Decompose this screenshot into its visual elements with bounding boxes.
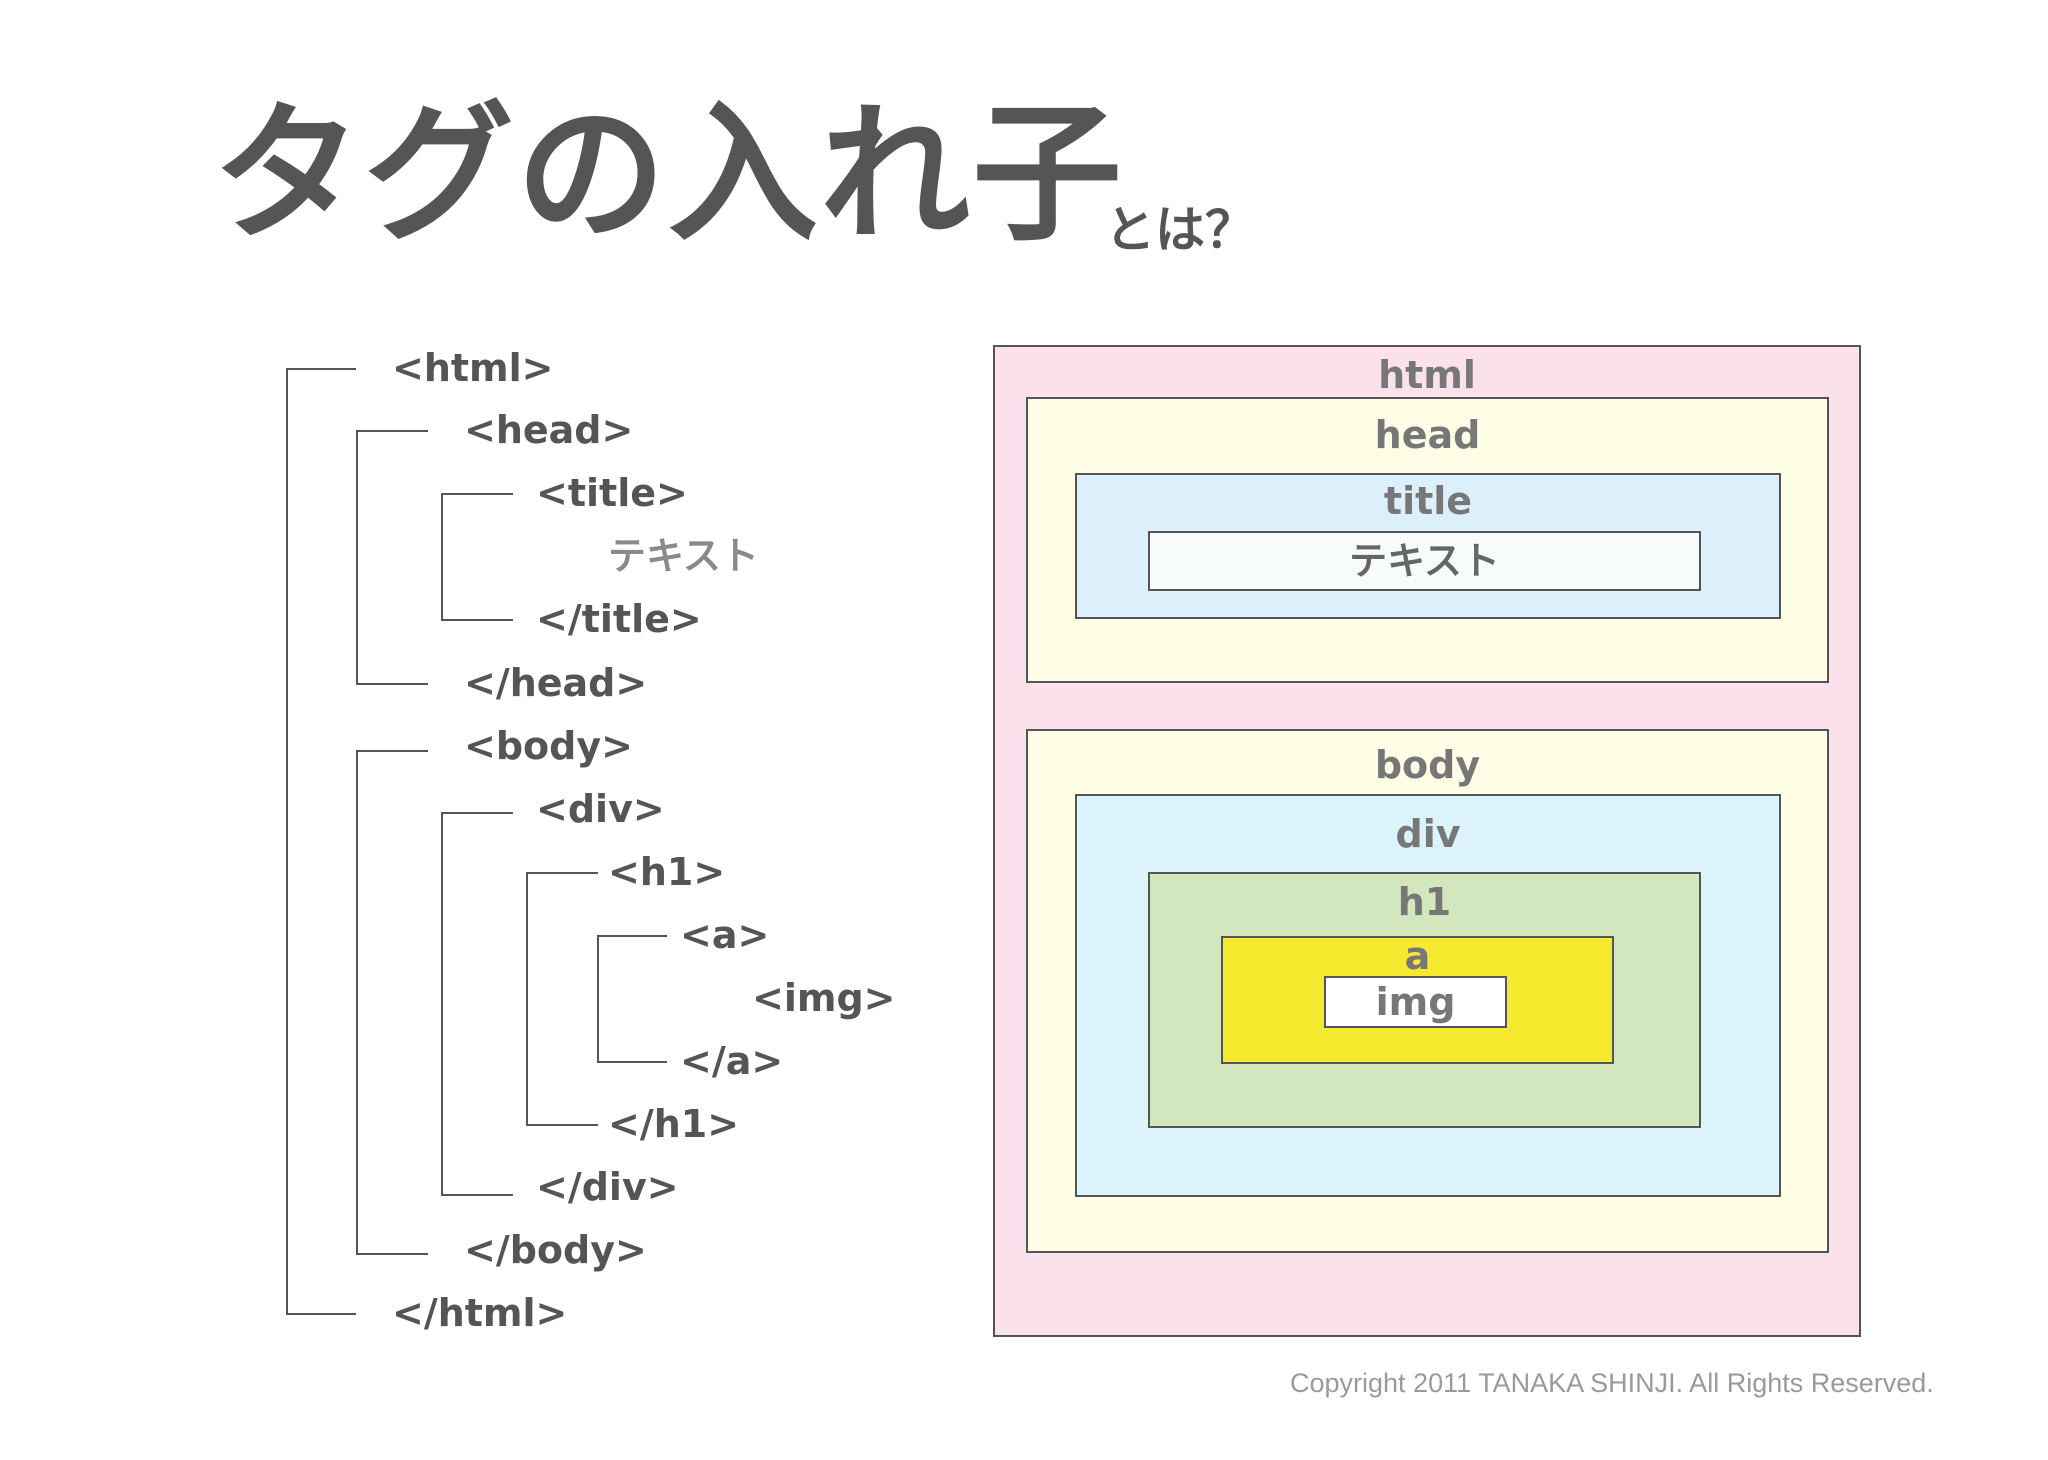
bracket-body-vertical	[356, 750, 358, 1254]
bracket-html-bottom	[286, 1313, 356, 1315]
box-a-label: a	[1404, 934, 1431, 978]
bracket-body-bottom	[356, 1253, 428, 1255]
bracket-head-vertical	[356, 430, 358, 684]
box-img-label: img	[1375, 980, 1456, 1024]
box-title-label: title	[1383, 479, 1473, 523]
bracket-html-top	[286, 368, 356, 370]
copyright-text: Copyright 2011 TANAKA SHINJI. All Rights…	[1290, 1368, 1934, 1398]
tree-tag-body-open: <body>	[464, 724, 633, 768]
tree-tag-head-close: </head>	[464, 661, 648, 705]
tree-tag-html-open: <html>	[392, 346, 554, 390]
box-a: a img	[1221, 936, 1614, 1064]
bracket-title-top	[441, 493, 513, 495]
tree-tag-div-open: <div>	[536, 787, 665, 831]
page-subtitle: とは？	[1105, 201, 1255, 259]
box-html-label: html	[1378, 353, 1476, 397]
bracket-title-vertical	[441, 493, 443, 620]
bracket-a-vertical	[597, 935, 599, 1062]
tree-tag-html-close: </html>	[392, 1291, 568, 1335]
bracket-html-vertical	[286, 368, 288, 1314]
tree-text-node: テキスト	[608, 534, 759, 578]
bracket-div-top	[441, 812, 513, 814]
box-div: div h1 a img	[1075, 794, 1781, 1197]
bracket-head-bottom	[356, 683, 428, 685]
bracket-head-top	[356, 430, 428, 432]
tag-tree: <html> <head> <title> テキスト </title> </he…	[0, 0, 1000, 1400]
box-body: body div h1 a img	[1026, 729, 1829, 1253]
box-title: title テキスト	[1075, 473, 1781, 619]
box-img: img	[1324, 976, 1507, 1028]
tree-tag-title-open: <title>	[536, 471, 688, 515]
box-text: テキスト	[1148, 531, 1701, 591]
box-body-label: body	[1374, 743, 1481, 787]
bracket-div-vertical	[441, 812, 443, 1195]
tree-tag-h1-close: </h1>	[608, 1102, 740, 1146]
bracket-a-bottom	[597, 1061, 667, 1063]
box-h1: h1 a img	[1148, 872, 1701, 1128]
tree-tag-img: <img>	[752, 976, 896, 1020]
page-title: タグの入れ子	[212, 88, 1125, 262]
tree-tag-body-close: </body>	[464, 1228, 647, 1272]
bracket-h1-bottom	[526, 1124, 598, 1126]
tree-tag-h1-open: <h1>	[608, 850, 726, 894]
bracket-h1-vertical	[526, 872, 528, 1125]
tree-tag-title-close: </title>	[536, 597, 702, 641]
box-html: html head title テキスト body div h1 a img	[993, 345, 1861, 1337]
box-text-label: テキスト	[1349, 539, 1500, 583]
bracket-title-bottom	[441, 619, 513, 621]
bracket-a-top	[597, 935, 667, 937]
bracket-body-top	[356, 750, 428, 752]
tree-tag-head-open: <head>	[464, 408, 634, 452]
box-div-label: div	[1395, 812, 1461, 856]
box-h1-label: h1	[1397, 880, 1452, 924]
bracket-h1-top	[526, 872, 598, 874]
tree-tag-div-close: </div>	[536, 1165, 679, 1209]
tree-tag-a-close: </a>	[680, 1039, 784, 1083]
box-head-label: head	[1374, 413, 1481, 457]
bracket-div-bottom	[441, 1194, 513, 1196]
box-head: head title テキスト	[1026, 397, 1829, 683]
tree-tag-a-open: <a>	[680, 913, 770, 957]
